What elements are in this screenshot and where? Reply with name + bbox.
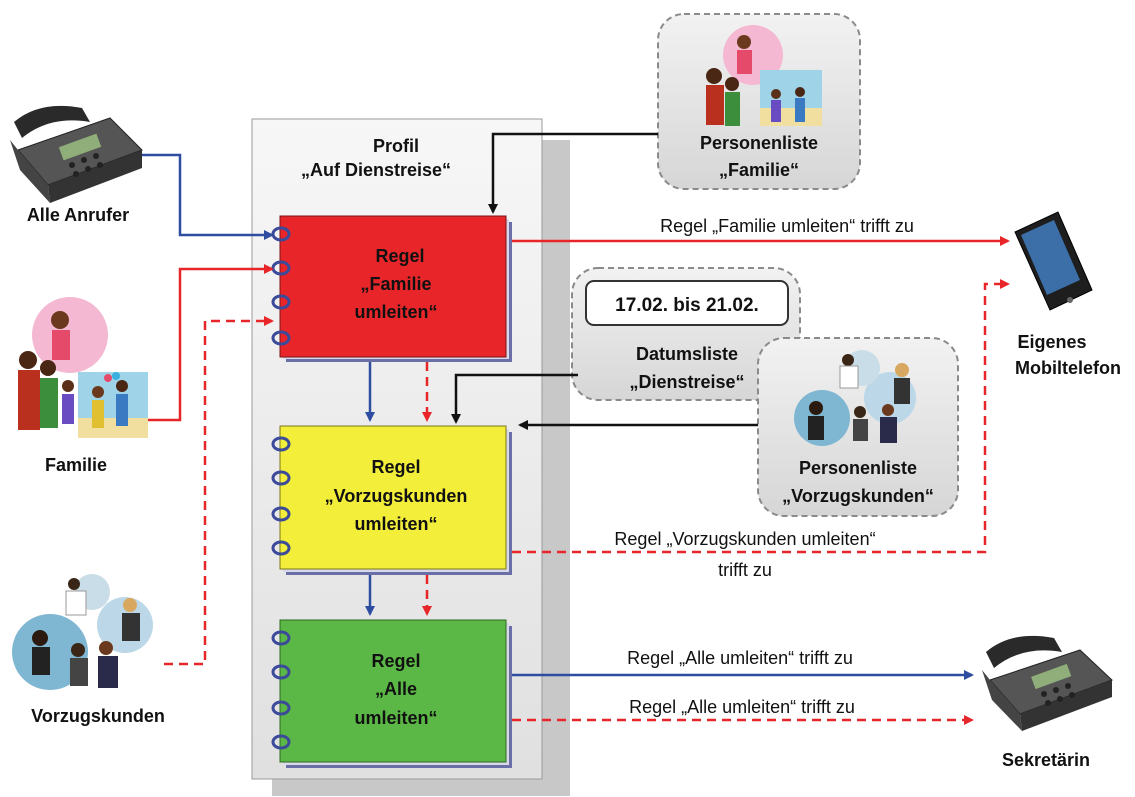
rule-vorzugskunden-line3: umleiten“ — [354, 514, 437, 534]
personenliste-familie-bubble: Personenliste „Familie“ — [657, 13, 861, 190]
family-illustration-icon — [706, 25, 822, 126]
vorzugskunden-illustration-icon — [794, 350, 916, 446]
arrow-label-familie: Regel „Familie umleiten“ trifft zu — [660, 216, 914, 236]
rule-alle-line2: „Alle — [375, 679, 417, 699]
mobile-phone-icon — [1014, 211, 1093, 311]
rule-familie: Regel „Familie umleiten“ — [271, 215, 512, 362]
spiral-binding — [271, 436, 291, 556]
rule-alle-line3: umleiten“ — [354, 708, 437, 728]
connector-list-familie — [488, 132, 658, 214]
datumsliste-bubble: 17.02. bis 21.02. Datumsliste „Dienstrei… — [571, 267, 801, 401]
connector-vorzugskunden-mobil — [512, 279, 1010, 554]
list-datum-line2: „Dienstreise“ — [629, 372, 744, 392]
list-familie-line1: Personenliste — [700, 133, 818, 153]
arrow-label-alle-solid: Regel „Alle umleiten“ trifft zu — [627, 648, 853, 668]
target-sekretaerin-label: Sekretärin — [1002, 750, 1090, 770]
rule-vorzugskunden-line1: Regel — [371, 457, 420, 477]
source-alle-anrufer-label: Alle Anrufer — [27, 205, 129, 225]
profile-title-line2: „Auf Dienstreise“ — [301, 160, 451, 180]
office-phone-icon — [10, 105, 143, 203]
profile-title-line1: Profil — [373, 136, 419, 156]
vorzugskunden-illustration-icon — [12, 574, 153, 690]
rule-familie-line1: Regel — [375, 246, 424, 266]
rule-familie-line2: „Familie — [360, 274, 431, 294]
date-range-box — [585, 280, 789, 326]
source-familie-label: Familie — [45, 455, 107, 475]
rule-alle: Regel „Alle umleiten“ — [271, 619, 512, 768]
connector-alle-anrufer — [142, 153, 274, 240]
rule-vorzugskunden: Regel „Vorzugskunden umleiten“ — [271, 425, 512, 575]
rule-familie-line3: umleiten“ — [354, 302, 437, 322]
personenliste-vorzugskunden-bubble: Personenliste „Vorzugskunden“ — [757, 337, 959, 517]
target-mobil-line2: Mobiltelefon — [1015, 358, 1121, 378]
date-range-text: 17.02. bis 21.02. — [615, 295, 759, 316]
spiral-binding — [271, 630, 291, 750]
connector-familie — [148, 264, 274, 422]
source-vorzugskunden-label: Vorzugskunden — [31, 706, 165, 726]
target-mobil-line1: Eigenes — [1017, 332, 1086, 352]
list-datum-line1: Datumsliste — [636, 344, 738, 364]
list-vorzugskunden-line2: „Vorzugskunden“ — [782, 486, 934, 506]
family-illustration-icon — [18, 297, 148, 438]
connector-list-datum — [451, 373, 578, 424]
list-familie-line2: „Familie“ — [719, 160, 799, 180]
office-phone-icon — [982, 635, 1113, 731]
rule-vorzugskunden-line2: „Vorzugskunden — [325, 486, 468, 506]
arrow-label-vorzugskunden-1: Regel „Vorzugskunden umleiten“ — [614, 529, 875, 549]
list-vorzugskunden-line1: Personenliste — [799, 458, 917, 478]
arrow-label-alle-dashed: Regel „Alle umleiten“ trifft zu — [629, 697, 855, 717]
connector-vorzugskunden — [164, 316, 274, 666]
arrow-label-vorzugskunden-2: trifft zu — [718, 560, 772, 580]
rule-alle-line1: Regel — [371, 651, 420, 671]
